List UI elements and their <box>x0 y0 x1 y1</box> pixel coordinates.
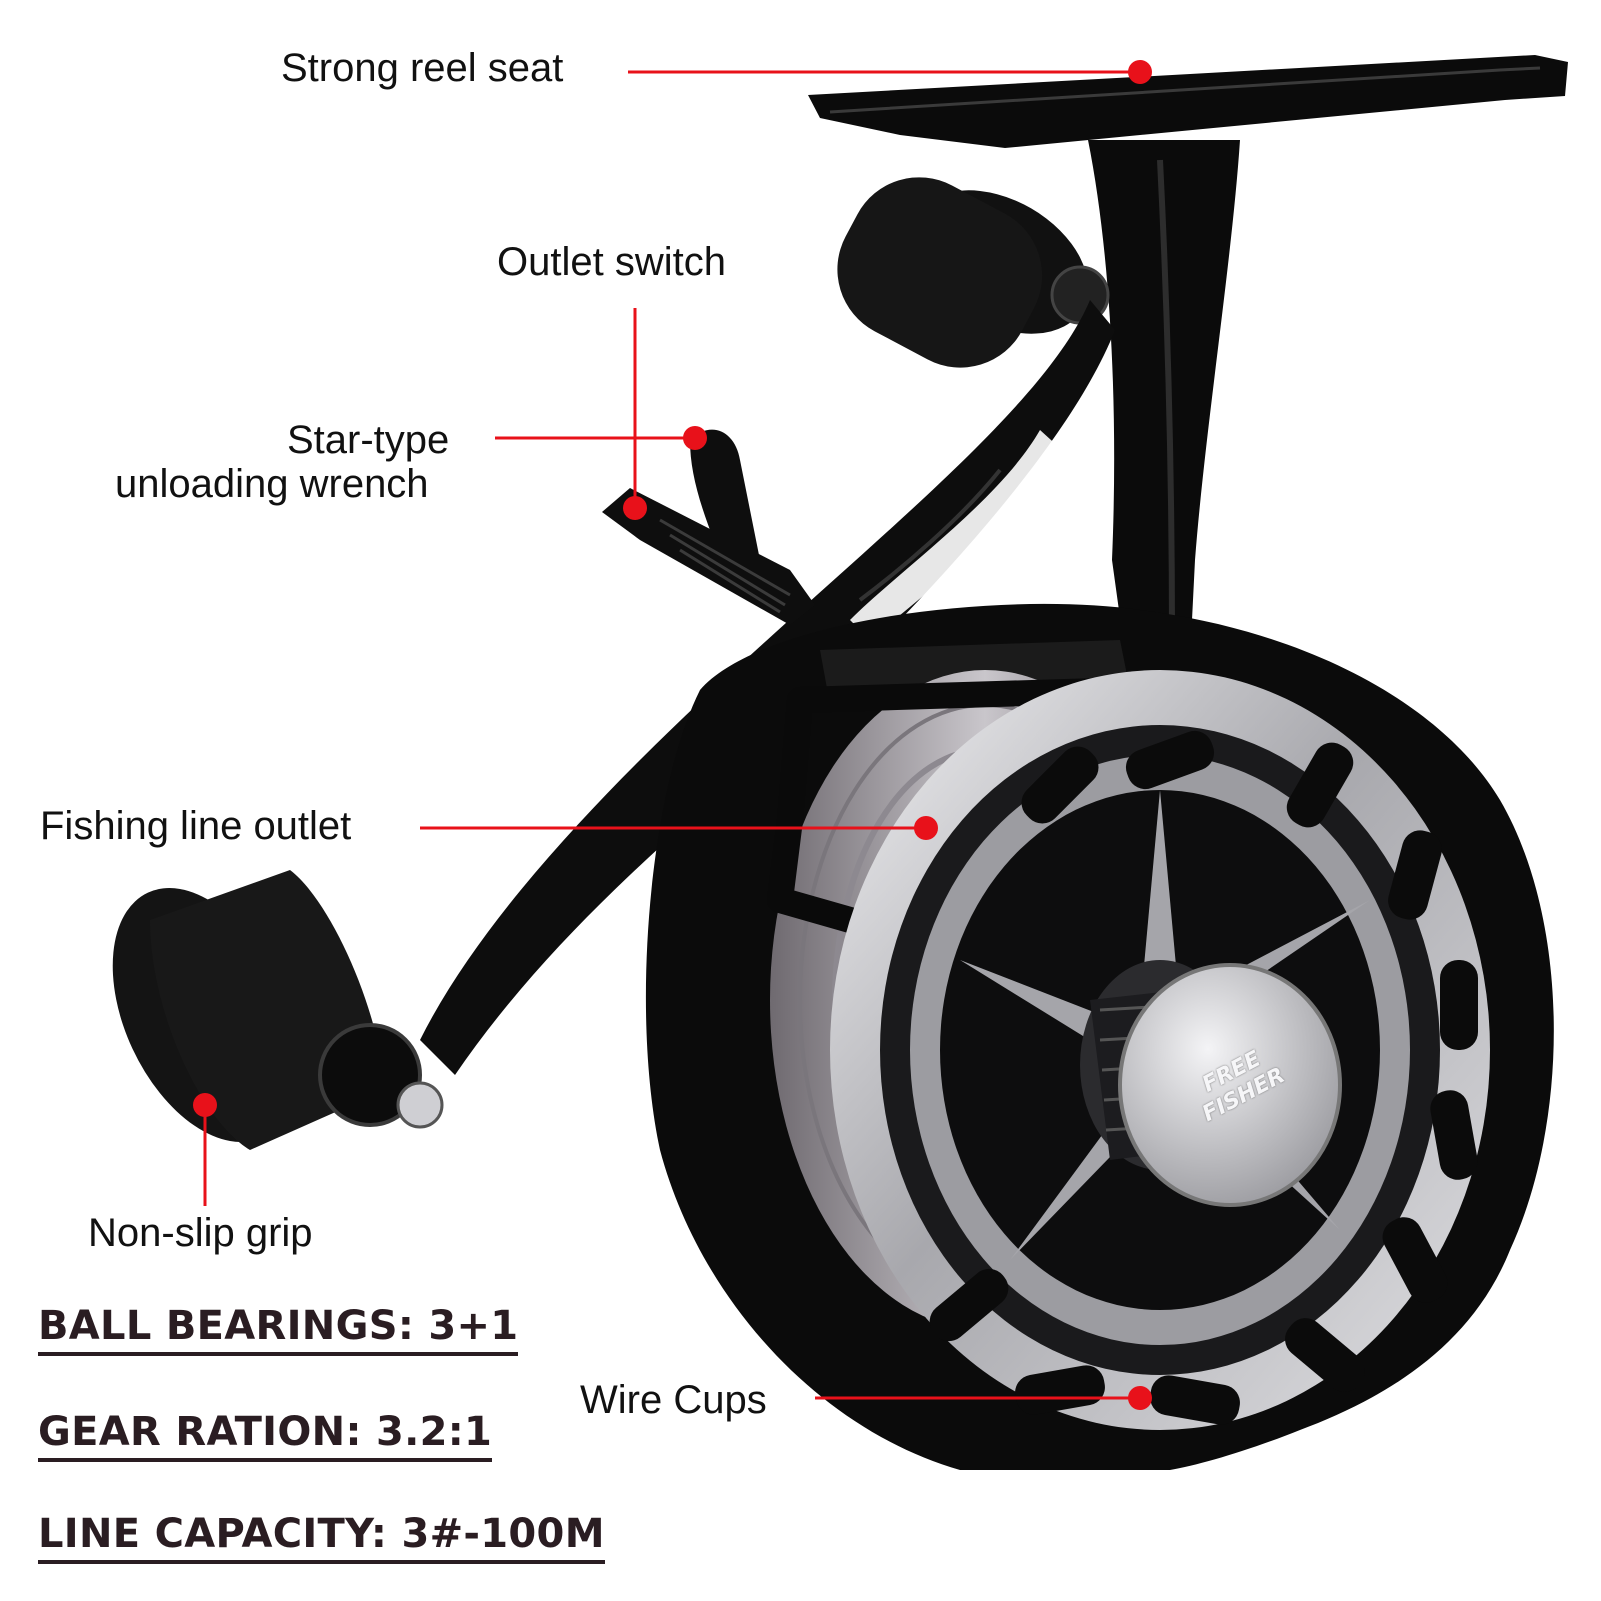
label-wrench-line2: unloading wrench <box>115 462 429 506</box>
spec-gear-ratio: GEAR RATION: 3.2:1 <box>38 1408 493 1462</box>
upper-handle-knob <box>837 177 1110 368</box>
label-wrench-line1: Star-type <box>287 418 450 462</box>
label-non-slip-grip: Non-slip grip <box>88 1211 313 1255</box>
callout-dots <box>193 60 1152 1410</box>
spec-ball-bearings: BALL BEARINGS: 3+1 <box>38 1302 519 1356</box>
callout-leaders <box>203 70 1140 1400</box>
spec-line-capacity: LINE CAPACITY: 3#-100M <box>38 1510 605 1564</box>
outlet-switch-lever <box>602 429 815 625</box>
lower-handle-knob <box>112 870 444 1150</box>
reel-seat <box>808 55 1568 690</box>
logo-cap <box>1118 963 1342 1207</box>
label-outlet-switch: Outlet switch <box>497 240 726 284</box>
label-fishing-line-outlet: Fishing line outlet <box>40 804 352 848</box>
wire-cup-slots <box>929 730 1478 1425</box>
label-wire-cups: Wire Cups <box>580 1378 767 1422</box>
label-strong-reel-seat: Strong reel seat <box>281 46 564 90</box>
